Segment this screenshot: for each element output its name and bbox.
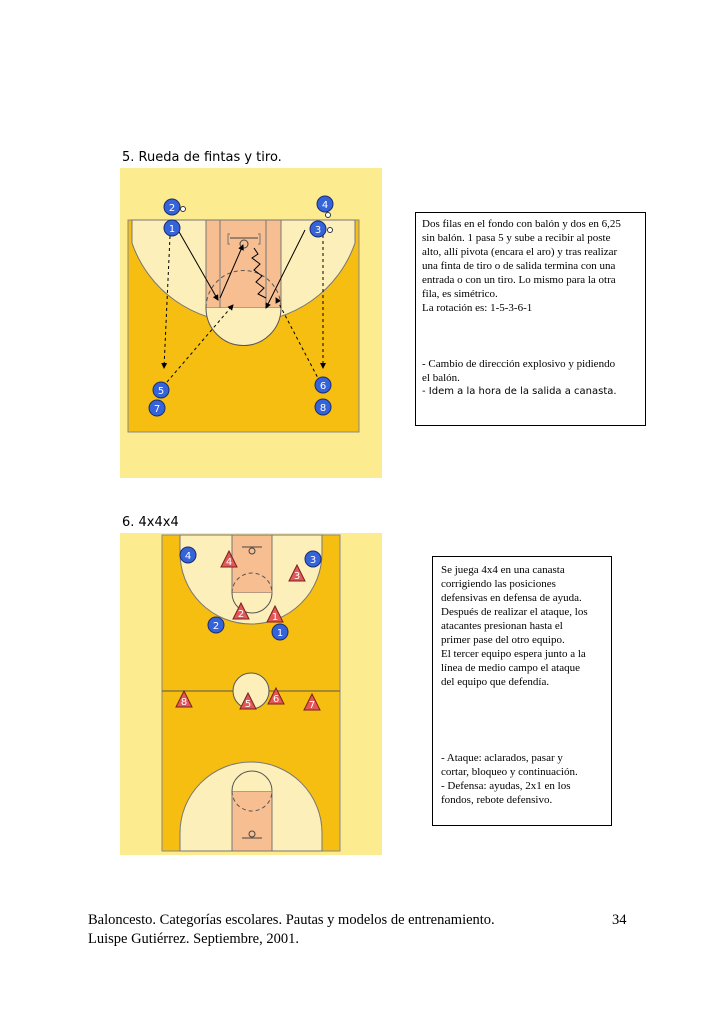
description-line: primer pase del otro equipo.: [441, 634, 565, 646]
svg-text:4: 4: [322, 200, 328, 211]
svg-text:1: 1: [169, 224, 175, 235]
key-point-line: - Ataque: aclarados, pasar y: [441, 752, 563, 764]
description-line: La rotación es: 1-5-3-6-1: [422, 302, 533, 314]
page-number: 34: [612, 912, 627, 928]
section-5-court-diagram: 2 1 4 3 5 7 6 8: [120, 168, 382, 478]
key-point-line: cortar, bloqueo y continuación.: [441, 766, 578, 778]
attacker-1: 1: [271, 623, 289, 641]
description-line: fila, es simétrico.: [422, 288, 498, 300]
player-5: 5: [152, 381, 170, 399]
attacker-3: 3: [304, 550, 322, 568]
svg-text:1: 1: [277, 628, 283, 639]
svg-text:6: 6: [273, 694, 279, 705]
player-3: 3: [309, 220, 333, 238]
footer-author: Luispe Gutiérrez. Septiembre, 2001.: [88, 931, 299, 947]
svg-text:2: 2: [169, 203, 175, 214]
defender-1: 1: [266, 604, 284, 623]
attacker-4: 4: [179, 546, 197, 564]
svg-text:8: 8: [320, 403, 326, 414]
svg-text:6: 6: [320, 381, 326, 392]
defender-4: 4: [220, 549, 238, 568]
defender-7: 7: [303, 692, 321, 711]
defender-5: 5: [239, 691, 257, 710]
player-6: 6: [314, 376, 332, 394]
description-line: entrada o con un tiro. Lo mismo para la …: [422, 274, 616, 286]
svg-text:4: 4: [226, 557, 232, 568]
description-line: alto, allí pivota (encara el aro) y tras…: [422, 246, 618, 258]
key-point-line: - Defensa: ayudas, 2x1 en los: [441, 780, 571, 792]
section-5-heading: 5. Rueda de fintas y tiro.: [122, 150, 282, 165]
attacker-2: 2: [207, 616, 225, 634]
description-line: Dos filas en el fondo con balón y dos en…: [422, 218, 621, 230]
description-line: El tercer equipo espera junto a la: [441, 648, 586, 660]
svg-text:5: 5: [158, 386, 164, 397]
defender-3: 3: [288, 563, 306, 582]
svg-text:5: 5: [245, 699, 251, 710]
key-point-line: - Idem a la hora de la salida a canasta.: [422, 386, 617, 397]
description-line: del equipo que defendía.: [441, 676, 550, 688]
description-line: sin balón. 1 pasa 5 y sube a recibir al …: [422, 232, 611, 244]
player-8: 8: [314, 398, 332, 416]
key-point-line: fondos, rebote defensivo.: [441, 794, 553, 806]
svg-text:3: 3: [294, 571, 300, 582]
svg-text:1: 1: [272, 612, 278, 623]
key-point-line: - Cambio de dirección explosivo y pidien…: [422, 358, 616, 370]
section-6-court-diagram: 4 3 2 1 4 3 2 1 8 5 6 7: [120, 533, 382, 855]
description-line: Después de realizar el ataque, los: [441, 606, 588, 618]
defender-8: 8: [175, 689, 193, 708]
footer-title: Baloncesto. Categorías escolares. Pautas…: [88, 912, 495, 928]
description-line: defensivas en defensa de ayuda.: [441, 592, 582, 604]
description-line: atacantes presionan hasta el: [441, 620, 563, 632]
svg-text:7: 7: [154, 404, 160, 415]
player-1: 1: [163, 219, 181, 237]
section-6-heading: 6. 4x4x4: [122, 515, 179, 530]
section-6-description-box: Se juega 4x4 en una canasta corrigiendo …: [432, 556, 612, 826]
defender-2: 2: [232, 601, 250, 620]
description-line: corrigiendo las posiciones: [441, 578, 556, 590]
section-5-description-box: Dos filas en el fondo con balón y dos en…: [415, 212, 646, 426]
svg-text:4: 4: [185, 551, 191, 562]
player-2: 2: [163, 198, 186, 216]
svg-text:2: 2: [213, 621, 219, 632]
description-line: Se juega 4x4 en una canasta: [441, 564, 565, 576]
key-point-line: el balón.: [422, 372, 460, 384]
svg-text:3: 3: [315, 225, 321, 236]
description-line: una finta de tiro o de salida termina co…: [422, 260, 616, 272]
defender-6: 6: [267, 686, 285, 705]
svg-text:2: 2: [238, 609, 244, 620]
svg-text:3: 3: [310, 555, 316, 566]
player-7: 7: [148, 399, 166, 417]
player-4: 4: [316, 195, 334, 218]
svg-text:8: 8: [181, 697, 187, 708]
description-line: línea de medio campo el ataque: [441, 662, 580, 674]
svg-text:7: 7: [309, 700, 315, 711]
